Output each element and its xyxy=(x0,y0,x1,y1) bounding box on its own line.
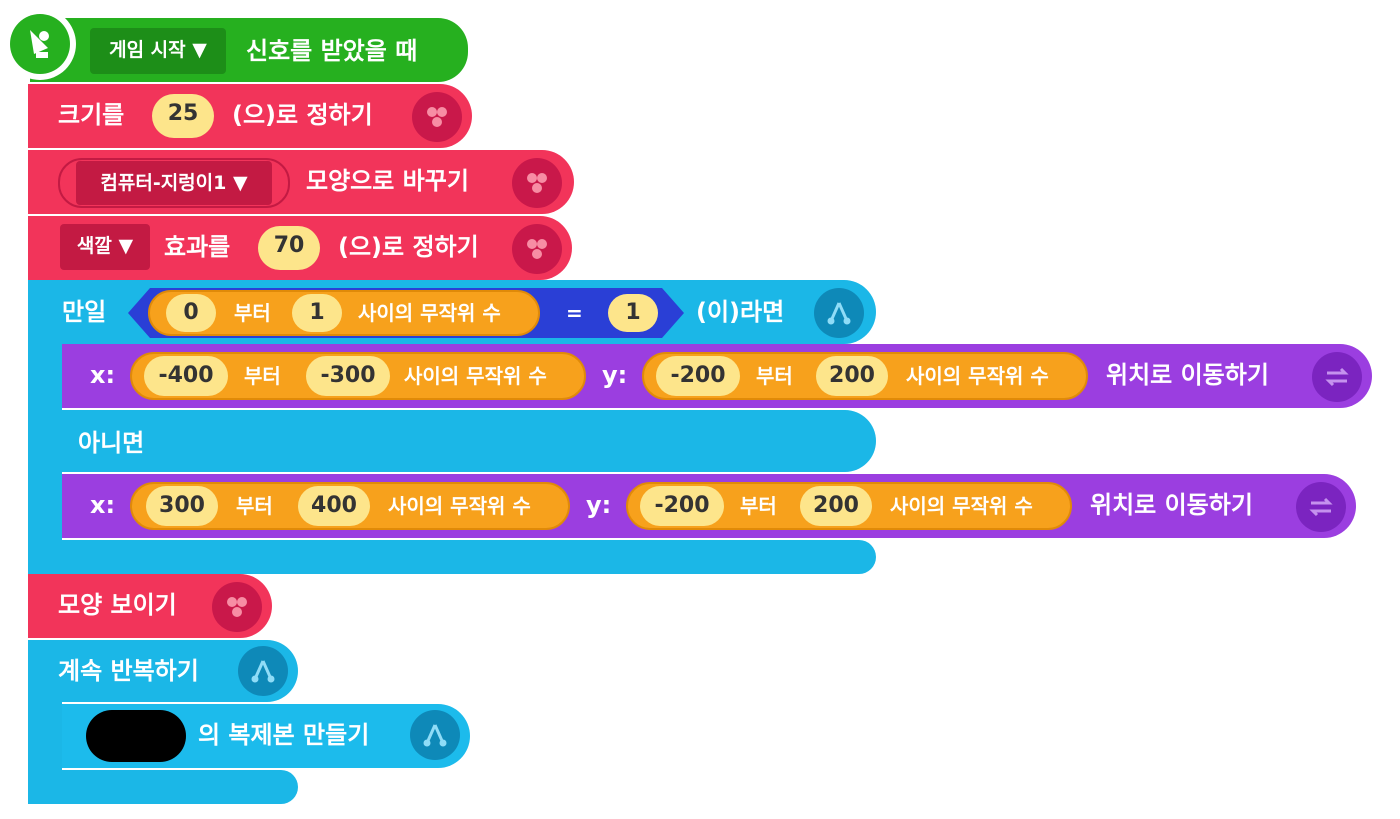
forever-label: 계속 반복하기 xyxy=(58,657,199,685)
clone-label: 의 복제본 만들기 xyxy=(198,721,370,749)
flow-icon xyxy=(238,646,288,696)
signal-dropdown[interactable]: 게임 시작 ▼ xyxy=(90,28,226,74)
looks-circles-icon xyxy=(227,597,247,617)
flow-icon xyxy=(814,288,864,338)
move1-y-to-input[interactable]: 200 xyxy=(816,356,888,396)
branch-icon xyxy=(251,660,275,683)
random-from-input[interactable]: 0 xyxy=(166,294,216,332)
chevron-down-icon: ▼ xyxy=(185,39,207,61)
looks-circles-icon xyxy=(527,239,547,259)
move1-x-rand-label: 사이의 무작위 수 xyxy=(404,364,547,388)
move1-x-to-input[interactable]: -300 xyxy=(306,356,390,396)
swap-arrows-icon xyxy=(1309,497,1333,517)
else-bar xyxy=(28,410,876,472)
random-from-label: 부터 xyxy=(234,301,271,325)
move1-y-from-input[interactable]: -200 xyxy=(656,356,740,396)
chevron-down-icon: ▼ xyxy=(226,172,248,194)
set-size-block[interactable] xyxy=(28,84,472,148)
compare-value-input[interactable]: 1 xyxy=(608,294,658,332)
size-value-input[interactable]: 25 xyxy=(152,94,214,138)
looks-circles-icon xyxy=(527,173,547,193)
move1-x-from-input[interactable]: -400 xyxy=(144,356,228,396)
costume-dropdown-label: 컴퓨터-지렁이1 xyxy=(100,172,227,194)
move1-label: 위치로 이동하기 xyxy=(1106,361,1269,389)
move1-y-label: y: xyxy=(602,361,628,389)
move2-y-rand-label: 사이의 무작위 수 xyxy=(890,494,1033,518)
move1-y-rand-label: 사이의 무작위 수 xyxy=(906,364,1049,388)
move2-y-to-input[interactable]: 200 xyxy=(800,486,872,526)
move2-y-from-input[interactable]: -200 xyxy=(640,486,724,526)
move1-x-mid-label: 부터 xyxy=(244,364,281,388)
move2-x-label: x: xyxy=(90,491,116,519)
flow-icon xyxy=(410,710,460,760)
size-label-pre: 크기를 xyxy=(58,101,125,129)
move2-x-rand-label: 사이의 무작위 수 xyxy=(388,494,531,518)
move2-x-to-input[interactable]: 400 xyxy=(298,486,370,526)
looks-circles-icon xyxy=(427,107,447,127)
else-label: 아니면 xyxy=(78,429,145,457)
swap-arrows-icon xyxy=(1325,367,1349,387)
branch-icon xyxy=(827,302,851,325)
move-icon xyxy=(1312,352,1362,402)
move2-label: 위치로 이동하기 xyxy=(1090,491,1253,519)
random-to-input[interactable]: 1 xyxy=(292,294,342,332)
if-else-bottom xyxy=(28,540,876,574)
size-label-post: (으)로 정하기 xyxy=(232,101,373,129)
effect-dropdown[interactable]: 색깔 ▼ xyxy=(60,224,150,270)
effect-label-pre: 효과를 xyxy=(164,233,231,261)
move1-x-label: x: xyxy=(90,361,116,389)
forever-bottom xyxy=(28,770,298,804)
costume-dropdown[interactable]: 컴퓨터-지렁이1 ▼ xyxy=(76,161,272,205)
effect-value-input[interactable]: 70 xyxy=(258,226,320,270)
then-label: (이)라면 xyxy=(696,298,785,326)
move2-x-from-input[interactable]: 300 xyxy=(146,486,218,526)
satellite-icon xyxy=(30,30,49,58)
show-label: 모양 보이기 xyxy=(58,591,177,619)
clone-target-redacted[interactable] xyxy=(86,710,186,762)
move2-y-label: y: xyxy=(586,491,612,519)
effect-label-post: (으)로 정하기 xyxy=(338,233,479,261)
hat-label: 신호를 받았을 때 xyxy=(246,37,418,65)
if-label: 만일 xyxy=(62,298,107,326)
random-to-label: 사이의 무작위 수 xyxy=(358,301,501,325)
effect-dropdown-label: 색깔 xyxy=(76,235,112,257)
chevron-down-icon: ▼ xyxy=(111,235,134,257)
branch-icon xyxy=(423,724,447,747)
signal-dropdown-label: 게임 시작 xyxy=(109,39,186,61)
move2-y-mid-label: 부터 xyxy=(740,494,777,518)
move2-x-mid-label: 부터 xyxy=(236,494,273,518)
operator-equals: = xyxy=(566,301,583,325)
move-icon xyxy=(1296,482,1346,532)
move1-y-mid-label: 부터 xyxy=(756,364,793,388)
costume-label: 모양으로 바꾸기 xyxy=(306,167,469,195)
